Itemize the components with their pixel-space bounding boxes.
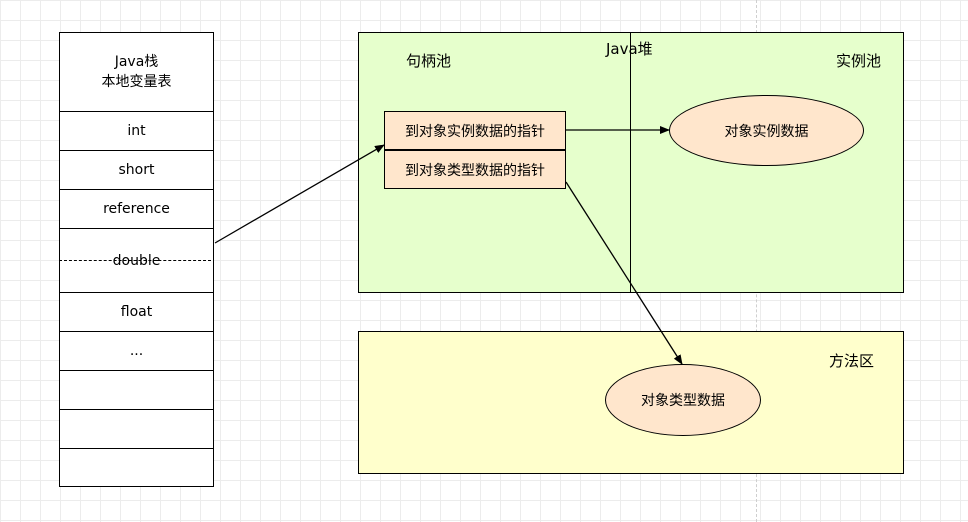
type-data-ellipse: 对象类型数据 [605,364,761,436]
slot-float: float [120,304,153,320]
row-divider [60,448,213,449]
row-divider [60,189,213,190]
java-stack-table: Java栈 本地变量表 int short reference double f… [59,32,214,487]
row-divider [60,292,213,293]
heap-title: Java堆 [606,40,653,58]
slot-int: int [127,123,146,139]
instance-data-pointer: 到对象实例数据的指针 [384,111,566,150]
row-divider [60,111,213,112]
type-data-pointer: 到对象类型数据的指针 [384,150,566,189]
slot-short: short [118,162,155,178]
reference-to-handle-arrow [214,144,385,244]
slot-ellipsis: ... [129,343,144,359]
row-divider [60,331,213,332]
row-divider [60,150,213,151]
row-divider [60,409,213,410]
type-pointer-arrow [565,181,683,365]
stack-header: Java栈 本地变量表 [60,33,213,111]
instance-data-ellipse: 对象实例数据 [669,95,864,166]
instance-pool-label: 实例池 [836,52,882,70]
row-divider [60,370,213,371]
double-slot-dashed-divider [59,260,211,261]
stack-subtitle: 本地变量表 [101,74,172,90]
stack-title: Java栈 [114,54,159,70]
row-divider [60,228,213,229]
slot-reference: reference [103,201,170,217]
method-area-label: 方法区 [829,352,875,370]
handle-pool-label: 句柄池 [406,52,452,70]
heap-pool-divider [630,33,631,292]
